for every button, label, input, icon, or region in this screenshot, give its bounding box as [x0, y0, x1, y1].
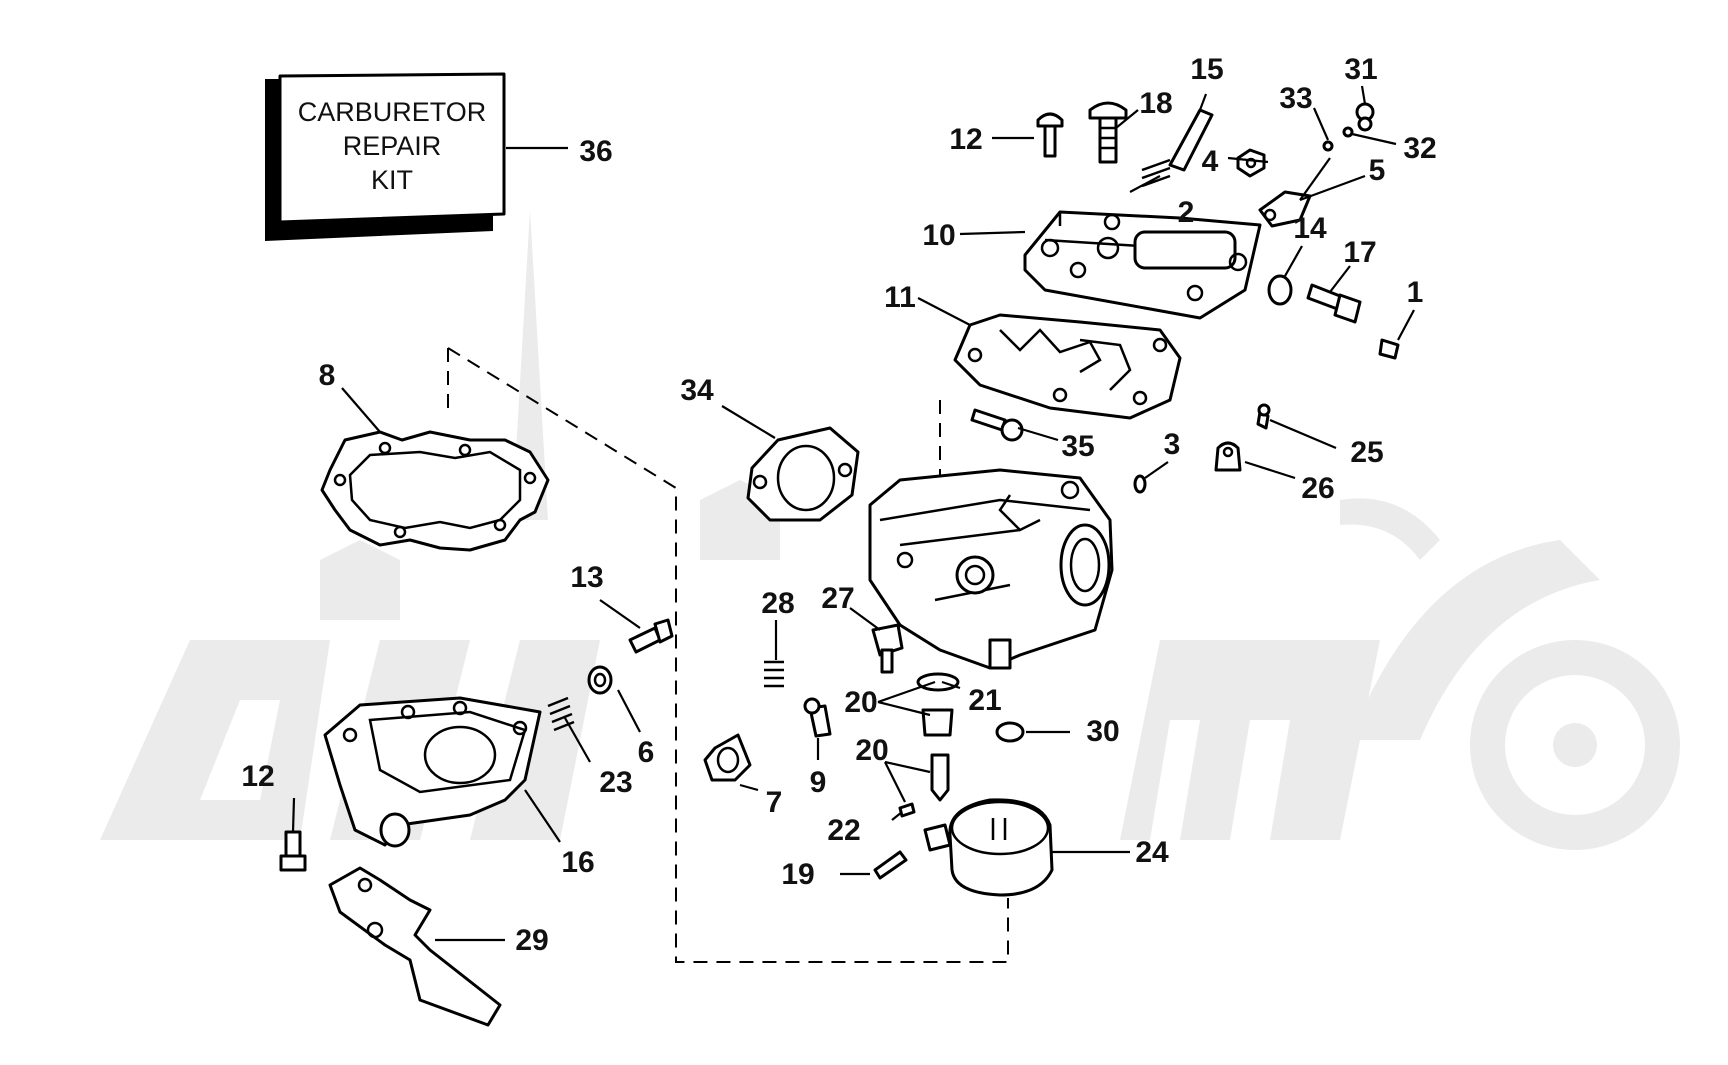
carburetor-body: [868, 468, 1114, 670]
bracket-29: [328, 866, 502, 1027]
callout-3: 3: [1164, 428, 1181, 461]
gasket-8: [320, 430, 550, 552]
callout-12-bottom: 12: [241, 760, 274, 793]
cover-plate-10: [1023, 210, 1262, 320]
callout-22: 22: [827, 814, 860, 847]
callout-16: 16: [561, 846, 594, 879]
callout-35: 35: [1061, 430, 1094, 463]
callout-20-lower: 20: [855, 734, 888, 767]
callout-18: 18: [1139, 87, 1172, 120]
callout-19: 19: [781, 858, 814, 891]
float-bowl-16: [323, 696, 542, 848]
callout-9: 9: [810, 766, 827, 799]
kit-label-line3: KIT: [371, 165, 413, 195]
callout-29: 29: [515, 924, 548, 957]
assembly-guide-line: [447, 347, 1009, 963]
callout-11: 11: [884, 281, 916, 314]
callout-7: 7: [766, 786, 783, 819]
callout-33: 33: [1279, 82, 1312, 115]
kit-label-line2: REPAIR: [343, 131, 442, 161]
callout-5: 5: [1369, 154, 1386, 187]
callout-2: 2: [1178, 196, 1195, 229]
callout-23: 23: [599, 766, 632, 799]
callout-15: 15: [1190, 53, 1223, 86]
callout-27: 27: [821, 582, 854, 615]
callout-labels: 36 15 31 33 18 12 4 32 5 2 10 14 17 1 11…: [241, 53, 1436, 957]
callout-13: 13: [570, 561, 603, 594]
callout-25: 25: [1350, 436, 1383, 469]
callout-30: 30: [1086, 715, 1119, 748]
carburetor-repair-kit-box: CARBURETOR REPAIR KIT: [265, 72, 506, 242]
callout-36: 36: [579, 135, 612, 168]
callout-34: 34: [680, 374, 714, 407]
callout-31: 31: [1344, 53, 1377, 86]
callout-10: 10: [922, 219, 955, 252]
callout-17: 17: [1343, 236, 1376, 269]
small-parts: [279, 101, 1400, 880]
float-24: [923, 798, 1054, 897]
callout-4: 4: [1202, 145, 1219, 178]
callout-32: 32: [1403, 132, 1436, 165]
watermark: [100, 210, 1680, 850]
callout-24: 24: [1135, 836, 1169, 869]
callout-1: 1: [1407, 276, 1424, 309]
callout-28: 28: [761, 587, 794, 620]
leader-lines: [291, 85, 1415, 942]
kit-label-line1: CARBURETOR: [298, 97, 487, 127]
plate-gasket-11: [953, 313, 1182, 420]
callout-20-upper: 20: [844, 686, 877, 719]
callout-6: 6: [638, 736, 655, 769]
callout-21: 21: [968, 684, 1001, 717]
callout-12-top: 12: [949, 123, 982, 156]
callout-14: 14: [1293, 212, 1327, 245]
flange-gasket-34: [746, 426, 860, 522]
callout-26: 26: [1301, 472, 1334, 505]
callout-8: 8: [319, 359, 336, 392]
